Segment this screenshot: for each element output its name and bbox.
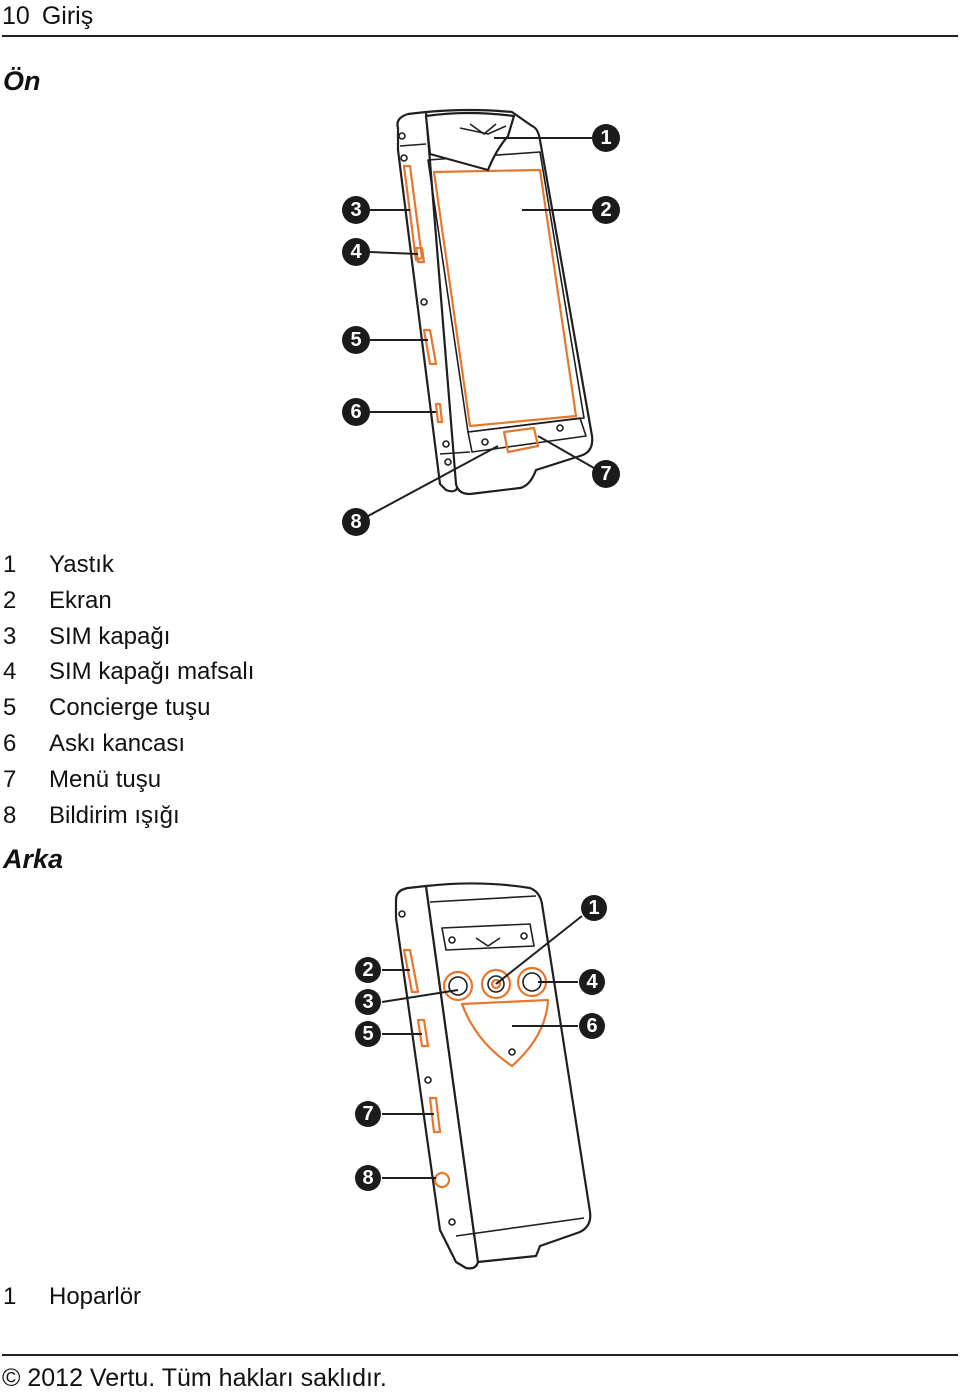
- header-rule: [2, 35, 958, 37]
- front-section-title: Ön: [3, 66, 41, 96]
- front-callout-2: 2: [592, 196, 620, 224]
- strap-hook: [434, 402, 444, 424]
- svg-text:2: 2: [600, 199, 611, 221]
- svg-text:2: 2: [362, 959, 373, 981]
- back-callout-8: 8: [355, 1165, 381, 1191]
- front-callout-8: 8: [342, 508, 370, 536]
- phone-front-body: [396, 108, 594, 496]
- front-phone-illustration: 1 2 3 4 5 6 7 8: [342, 108, 620, 536]
- svg-text:3: 3: [350, 199, 361, 221]
- concierge-key-front: [422, 328, 438, 366]
- page-header: 10 Giriş: [2, 0, 958, 37]
- svg-text:3: 3: [362, 991, 373, 1013]
- svg-text:8: 8: [362, 1167, 373, 1189]
- back-shield: [460, 998, 550, 1068]
- strap-hook-back: [433, 1171, 451, 1189]
- back-callout-3: 3: [355, 989, 381, 1015]
- front-callout-6: 6: [342, 398, 370, 426]
- side-key-upper: [402, 948, 420, 994]
- copyright-notice: © 2012 Vertu. Tüm hakları saklıdır.: [2, 1364, 387, 1392]
- svg-text:6: 6: [586, 1015, 597, 1037]
- back-callout-1: 1: [581, 895, 607, 921]
- chapter-title: Giriş: [41, 2, 94, 30]
- svg-text:7: 7: [600, 463, 611, 485]
- sim-hinge: [414, 246, 426, 264]
- screen: [432, 168, 578, 428]
- svg-text:5: 5: [362, 1023, 373, 1045]
- svg-text:1: 1: [600, 127, 611, 149]
- front-callout-5: 5: [342, 326, 370, 354]
- front-callout-4: 4: [342, 238, 370, 266]
- back-phone-illustration: 1 2 3 4 5 6 7 8: [355, 882, 607, 1270]
- back-callout-4: 4: [579, 969, 605, 995]
- footer-rule: [2, 1354, 958, 1356]
- front-callout-1: 1: [592, 124, 620, 152]
- back-callout-2: 2: [355, 957, 381, 983]
- back-callout-7: 7: [355, 1101, 381, 1127]
- side-key-mid: [416, 1018, 430, 1048]
- back-callout-6: 6: [579, 1013, 605, 1039]
- front-callout-3: 3: [342, 196, 370, 224]
- svg-text:1: 1: [588, 897, 599, 919]
- svg-text:8: 8: [350, 511, 361, 533]
- svg-text:7: 7: [362, 1103, 373, 1125]
- back-callout-5: 5: [355, 1021, 381, 1047]
- svg-text:6: 6: [350, 401, 361, 423]
- front-callout-7: 7: [592, 460, 620, 488]
- camera-ring: [480, 968, 512, 1000]
- page-number: 10: [2, 2, 30, 30]
- phone-back-body: [394, 882, 592, 1270]
- back-section-title: Arka: [3, 844, 64, 874]
- svg-text:5: 5: [350, 329, 361, 351]
- menu-key: [502, 426, 540, 454]
- concierge-key-back: [428, 1096, 442, 1134]
- left-grille: [442, 970, 474, 1002]
- svg-text:4: 4: [586, 971, 598, 993]
- svg-text:4: 4: [350, 241, 362, 263]
- sim-cover: [402, 164, 424, 262]
